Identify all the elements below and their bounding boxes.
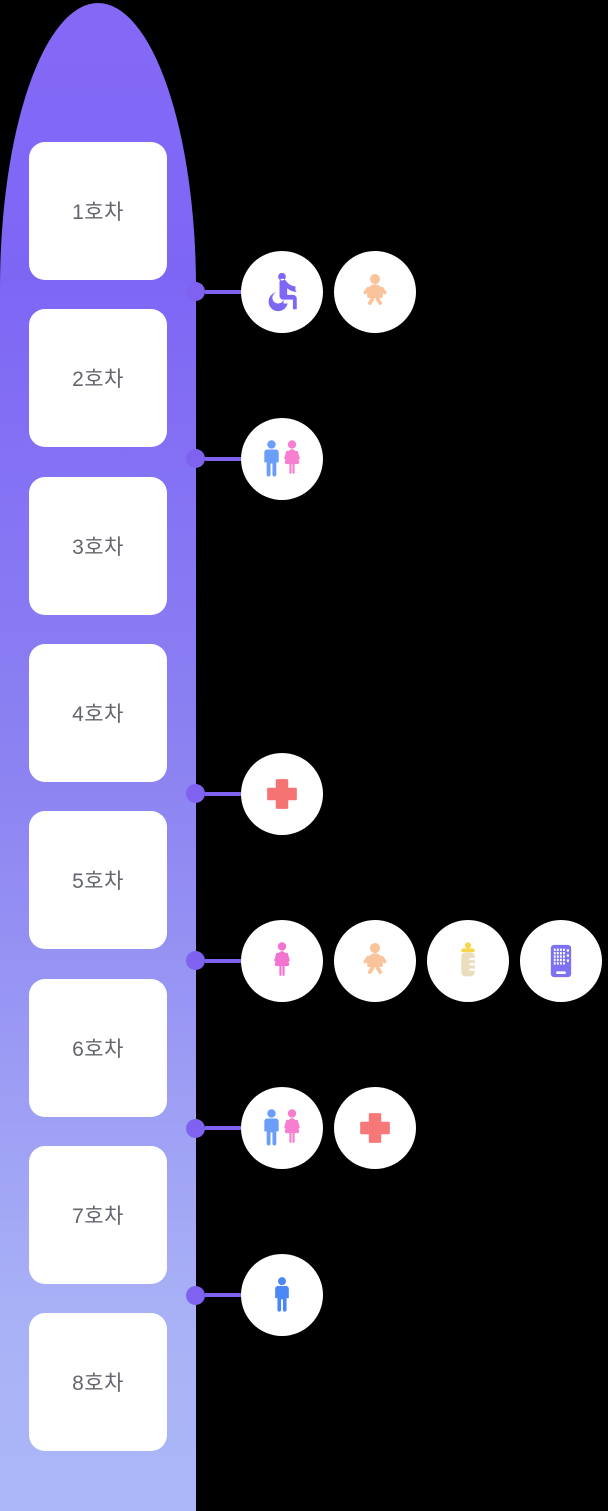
car-label: 7호차 (72, 1204, 124, 1228)
restroom-icon (263, 1107, 302, 1149)
car-label: 3호차 (72, 535, 124, 559)
car-label: 1호차 (72, 201, 124, 224)
car-card-7[interactable]: 7호차 (29, 1145, 167, 1284)
connector-dot (186, 1118, 205, 1138)
first-aid-cross-icon (360, 1113, 390, 1143)
connector-line (205, 958, 241, 963)
facility-wheelchair (241, 250, 323, 333)
facility-man (241, 1254, 323, 1337)
facility-baby (334, 919, 416, 1002)
facility-row-after-car-2 (186, 417, 323, 500)
wheelchair-icon (268, 272, 297, 311)
male-icon (263, 1109, 279, 1146)
vending-machine-icon (550, 944, 572, 977)
car-label: 6호차 (72, 1037, 124, 1061)
car-card-6[interactable]: 6호차 (29, 978, 167, 1117)
facility-restroom (241, 417, 323, 500)
connector-dot (186, 951, 205, 971)
female-icon (283, 440, 300, 474)
facility-row-after-car-7 (186, 1254, 323, 1337)
female-icon (283, 1109, 300, 1144)
facility-row-after-car-1 (186, 250, 416, 333)
facility-vending-machine (520, 919, 602, 1002)
facility-row-after-car-5 (186, 919, 602, 1002)
facility-woman (241, 919, 323, 1002)
car-card-2[interactable]: 2호차 (29, 309, 167, 448)
first-aid-cross-icon (267, 778, 297, 809)
facility-baby (334, 250, 416, 333)
restroom-icon (263, 438, 302, 480)
connector-line (205, 1126, 241, 1131)
car-label: 5호차 (72, 870, 124, 894)
facility-baby-bottle (427, 919, 509, 1002)
connector-line (205, 456, 241, 461)
connector-line (205, 1293, 241, 1298)
male-icon (263, 440, 279, 477)
car-card-8[interactable]: 8호차 (29, 1313, 167, 1452)
facility-first-aid (241, 752, 323, 835)
connector-dot (186, 784, 205, 804)
connector-line (205, 791, 241, 796)
car-card-1[interactable]: 1호차 (29, 142, 167, 280)
baby-bottle-icon (461, 942, 475, 977)
car-card-5[interactable]: 5호차 (29, 811, 167, 950)
facility-first-aid (334, 1087, 416, 1170)
car-label: 2호차 (72, 368, 124, 392)
connector-dot (186, 282, 205, 302)
baby-icon (363, 273, 387, 305)
woman-icon (274, 942, 290, 976)
facility-restroom (241, 1087, 323, 1170)
car-label: 4호차 (72, 702, 124, 726)
train-body: 1호차 2호차 3호차 4호차 5호차 6호차 7호차 8호차 (0, 3, 196, 1511)
connector-dot (186, 449, 205, 469)
facility-row-after-car-4 (186, 752, 323, 835)
connector-line (205, 289, 241, 294)
car-card-3[interactable]: 3호차 (29, 476, 167, 615)
facility-row-after-car-6 (186, 1087, 416, 1170)
connector-dot (186, 1285, 205, 1305)
baby-icon (363, 942, 387, 974)
man-icon (275, 1277, 289, 1313)
car-label: 8호차 (72, 1372, 124, 1396)
car-card-4[interactable]: 4호차 (29, 643, 167, 782)
